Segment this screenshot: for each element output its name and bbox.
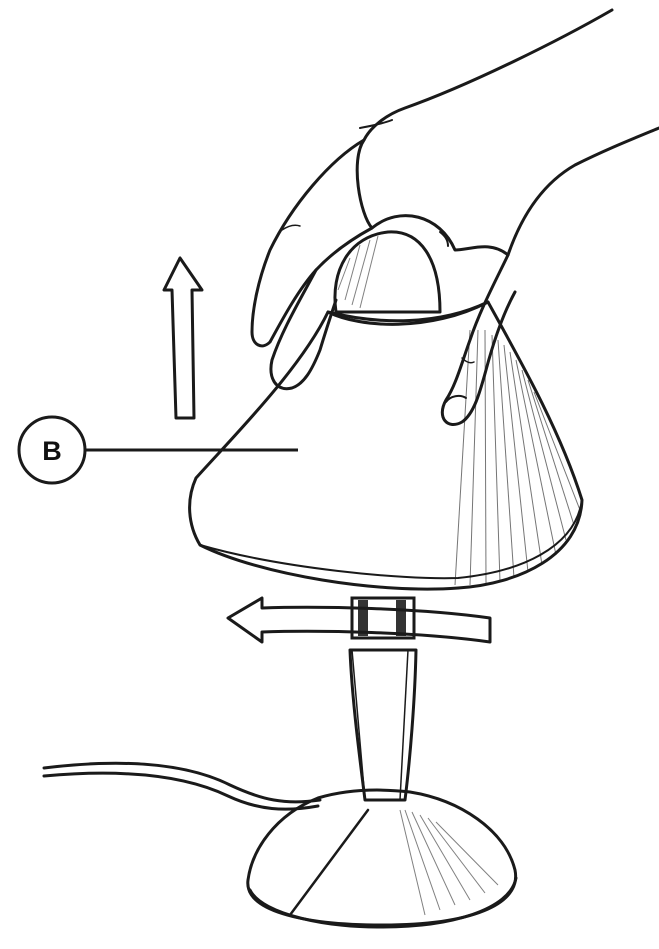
lamp-shade xyxy=(190,302,582,589)
callout-b: B xyxy=(19,417,298,483)
up-arrow-icon xyxy=(164,258,202,418)
hand xyxy=(252,10,659,425)
lamp-stem xyxy=(350,650,416,800)
callout-label: B xyxy=(42,436,62,466)
lamp-bulb xyxy=(335,232,440,312)
base-shading xyxy=(400,810,498,915)
power-cord xyxy=(44,763,320,809)
